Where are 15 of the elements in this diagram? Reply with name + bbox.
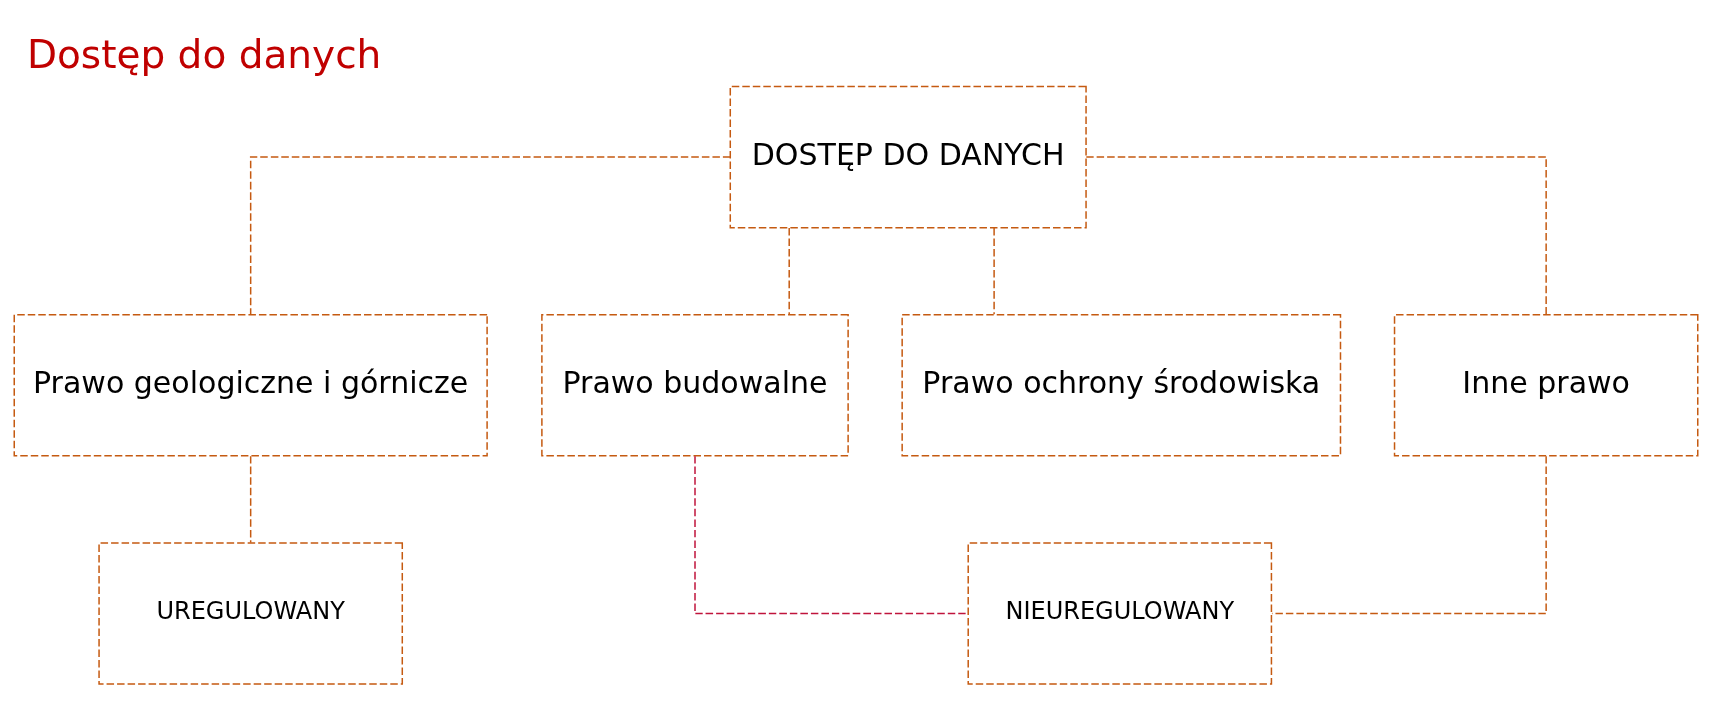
node-box: UREGULOWANY	[98, 542, 404, 685]
connector	[694, 455, 969, 615]
connector	[788, 227, 790, 316]
diagram-title: Dostęp do danych	[26, 32, 382, 78]
node-box: Prawo geologiczne i górnicze	[13, 313, 488, 457]
connector	[1271, 455, 1547, 615]
node-box: Inne prawo	[1393, 313, 1699, 457]
connector	[249, 455, 252, 544]
node-box: DOSTĘP DO DANYCH	[729, 85, 1087, 229]
connector	[249, 156, 731, 316]
connector	[993, 227, 995, 316]
node-box: NIEUREGULOWANY	[967, 542, 1273, 685]
node-box: Prawo budowalne	[541, 313, 849, 457]
connector	[1085, 156, 1547, 316]
node-box: Prawo ochrony środowiska	[901, 313, 1342, 457]
